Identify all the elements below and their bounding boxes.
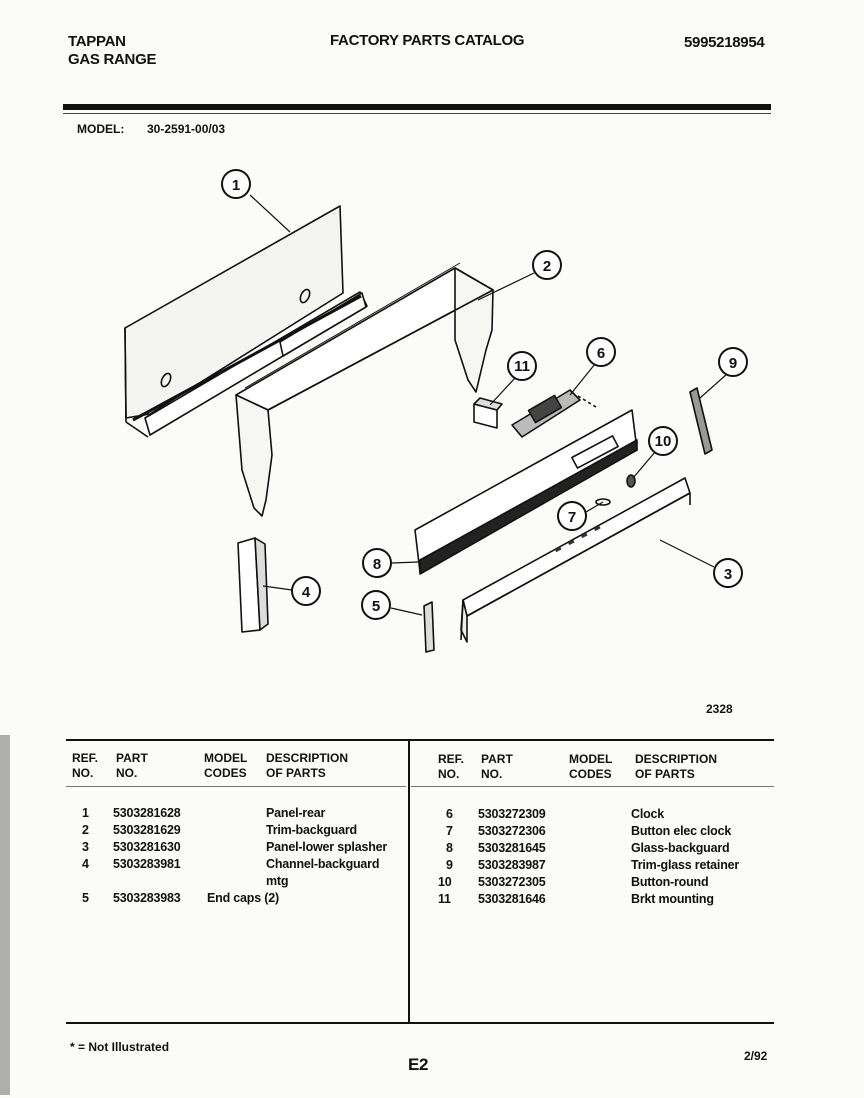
part-panel-lower-splasher — [460, 477, 691, 643]
part-cell: 5303281646 — [478, 892, 546, 906]
col-header-model-right: MODEL CODES — [569, 752, 613, 781]
desc-cell: Clock — [631, 807, 665, 821]
svg-text:7: 7 — [568, 509, 576, 526]
callout-4: 4 — [291, 576, 321, 606]
ref-cell: 1 — [82, 806, 89, 820]
table-divider — [408, 741, 410, 1023]
model-label: MODEL: — [77, 122, 125, 136]
scan-edge-artifact — [0, 735, 10, 1095]
footer-date: 2/92 — [744, 1049, 768, 1063]
ref-cell: 3 — [82, 840, 89, 854]
exploded-parts-diagram: 1 2 3 4 5 6 7 8 9 10 11 — [124, 169, 748, 653]
ref-cell: 6 — [446, 807, 453, 821]
ref-cell: 7 — [446, 824, 453, 838]
part-cell: 5303281629 — [113, 823, 181, 837]
part-end-cap — [423, 601, 435, 653]
desc-cell: Button-round — [631, 875, 709, 889]
part-cell: 5303281645 — [478, 841, 546, 855]
part-cell: 5303283987 — [478, 858, 546, 872]
col-header-part-right: PART NO. — [481, 752, 513, 781]
ref-cell: 9 — [446, 858, 453, 872]
col-header-ref-right: REF. NO. — [438, 752, 465, 781]
table-header-rule-left — [66, 786, 406, 787]
ref-cell: 5 — [82, 891, 89, 905]
callout-7: 7 — [557, 501, 587, 531]
part-cell: 5303283981 — [113, 857, 181, 871]
desc-cell: Trim-glass retainer — [631, 858, 740, 872]
product-name: GAS RANGE — [68, 51, 157, 68]
catalog-title: FACTORY PARTS CATALOG — [330, 32, 525, 49]
desc-cell: Panel-lower splasher — [266, 840, 388, 854]
part-trim-backguard — [235, 262, 494, 517]
desc-cell: Glass-backguard — [631, 841, 730, 855]
desc-cell: Trim-backguard — [266, 823, 357, 837]
part-cell: 5303272309 — [478, 807, 546, 821]
callout-9: 9 — [718, 347, 748, 377]
svg-text:6: 6 — [597, 345, 605, 362]
col-header-part: PART NO. — [116, 751, 148, 780]
part-cell: 5303281628 — [113, 806, 181, 820]
svg-text:2: 2 — [543, 258, 551, 275]
desc-cell: Brkt mounting — [631, 892, 714, 906]
header-rule-thin — [63, 113, 771, 114]
desc-cell: Panel-rear — [266, 806, 326, 820]
callout-3: 3 — [713, 558, 743, 588]
svg-text:5: 5 — [372, 598, 380, 615]
ref-cell: 10 — [438, 875, 452, 889]
part-cell: 5303283983 — [113, 891, 181, 905]
footer-note: * = Not Illustrated — [70, 1040, 170, 1054]
svg-text:8: 8 — [373, 556, 381, 573]
svg-text:3: 3 — [724, 566, 732, 583]
callout-10: 10 — [648, 426, 678, 456]
desc-cell: Channel-backguard — [266, 857, 380, 871]
table-bottom-rule — [66, 1022, 774, 1024]
col-header-ref: REF. NO. — [72, 751, 99, 780]
figure-number: 2328 — [706, 702, 733, 716]
desc-cell: mtg — [266, 874, 289, 888]
svg-text:4: 4 — [302, 584, 311, 601]
model-value: 30-2591-00/03 — [147, 122, 226, 136]
col-header-desc: DESCRIPTION OF PARTS — [266, 751, 349, 780]
table-header-rule-right — [411, 786, 774, 787]
callout-11: 11 — [507, 351, 537, 381]
svg-text:9: 9 — [729, 355, 737, 372]
callout-5: 5 — [361, 590, 391, 620]
part-clock — [511, 389, 597, 438]
svg-text:10: 10 — [655, 433, 672, 450]
model-cell: End caps (2) — [207, 891, 279, 905]
ref-cell: 4 — [82, 857, 89, 871]
ref-cell: 11 — [438, 892, 451, 906]
part-cell: 5303272305 — [478, 875, 546, 889]
brand-name: TAPPAN — [68, 33, 126, 50]
part-cell: 5303281630 — [113, 840, 181, 854]
callout-8: 8 — [362, 548, 392, 578]
part-bracket-mounting — [473, 397, 503, 429]
col-header-model: MODEL CODES — [204, 751, 248, 780]
header-rule — [63, 104, 771, 110]
desc-cell: Button elec clock — [631, 824, 732, 838]
table-top-rule — [66, 739, 774, 741]
part-trim-glass-retainer — [689, 387, 713, 455]
part-panel-rear — [124, 205, 368, 438]
part-cell: 5303272306 — [478, 824, 546, 838]
svg-text:1: 1 — [232, 177, 240, 194]
part-glass-backguard — [414, 409, 638, 575]
ref-cell: 8 — [446, 841, 453, 855]
ref-cell: 2 — [82, 823, 89, 837]
callout-2: 2 — [532, 250, 562, 280]
svg-text:11: 11 — [514, 358, 530, 375]
catalog-number: 5995218954 — [684, 34, 765, 51]
callout-1: 1 — [221, 169, 251, 199]
part-channel-backguard — [237, 537, 269, 633]
col-header-desc-right: DESCRIPTION OF PARTS — [635, 752, 718, 781]
page-number: E2 — [408, 1055, 429, 1074]
callout-6: 6 — [586, 337, 616, 367]
